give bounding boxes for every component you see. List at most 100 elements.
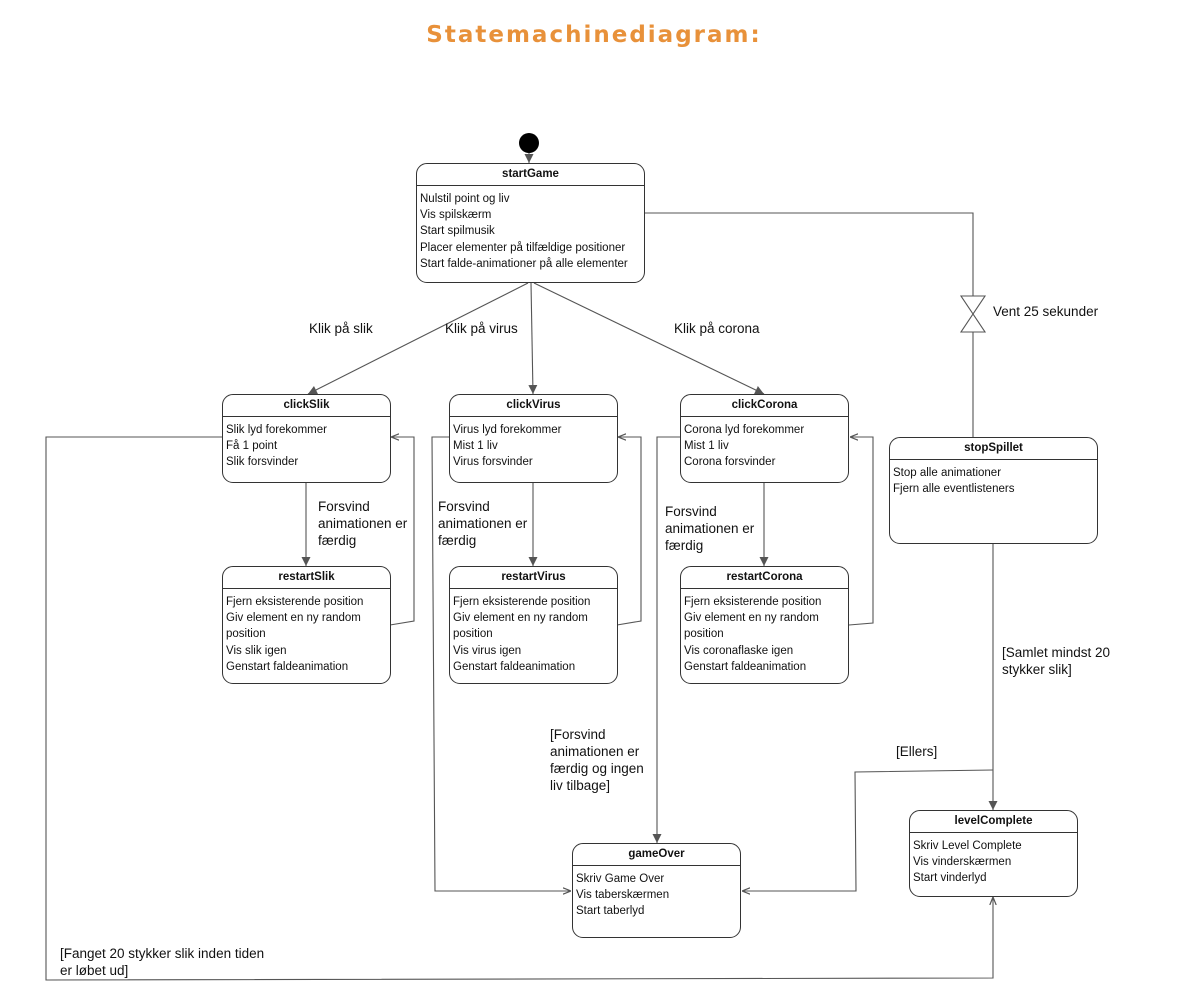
state-restartCorona-action: position <box>684 628 724 641</box>
transition-label-click-slik: Klik på slik <box>309 321 373 336</box>
state-restartSlik-action: position <box>226 628 266 641</box>
label-line: færdig <box>318 533 357 548</box>
state-levelComplete-action: Skriv Level Complete <box>913 840 1022 852</box>
arrow-to-stopSpillet <box>645 212 974 437</box>
state-restartCorona-action: Genstart faldeanimation <box>684 660 807 673</box>
state-clickVirus-action: Mist 1 liv <box>453 440 498 453</box>
arrow-restartCorona-clickCorona <box>848 437 874 626</box>
label-line: Forsvind <box>318 499 370 514</box>
state-levelComplete-action: Vis vinderskærmen <box>913 856 1012 869</box>
label-line: Forsvind <box>665 504 717 519</box>
label-line: animationen er <box>318 516 408 531</box>
state-clickVirus: clickVirus Virus lyd forekommer Mist 1 l… <box>449 394 618 483</box>
state-gameOver: gameOver Skriv Game Over Vis taberskærme… <box>572 843 741 938</box>
state-startGame-action: Start falde-animationer på alle elemente… <box>420 257 628 270</box>
state-gameOver-action: Vis taberskærmen <box>576 889 670 902</box>
state-restartSlik-action: Giv element en ny random <box>226 612 361 625</box>
state-clickSlik: clickSlik Slik lyd forekommer Få 1 point… <box>222 394 391 483</box>
label-line: animationen er <box>550 744 640 759</box>
page-title: Statemachinediagram: <box>426 22 762 48</box>
label-line: animationen er <box>665 521 755 536</box>
transition-label-fade-virus: Forsvind animationen er færdig <box>438 498 527 549</box>
state-gameOver-action: Skriv Game Over <box>576 873 665 885</box>
transition-label-fade-slik: Forsvind animationen er færdig <box>318 498 407 549</box>
label-line: færdig <box>438 533 477 548</box>
label-line: animationen er <box>438 516 528 531</box>
transition-label-fade-corona: Forsvind animationen er færdig <box>665 503 754 554</box>
state-restartVirus-action: Genstart faldeanimation <box>453 660 576 673</box>
state-clickVirus-name: clickVirus <box>450 395 617 417</box>
state-levelComplete-action: Start vinderlyd <box>913 872 987 885</box>
state-clickCorona: clickCorona Corona lyd forekommer Mist 1… <box>680 394 849 483</box>
state-restartVirus-action: position <box>453 628 493 641</box>
label-line: er løbet ud] <box>60 963 129 978</box>
state-clickVirus-action: Virus forsvinder <box>453 456 533 469</box>
state-restartSlik-action: Genstart faldeanimation <box>226 660 349 673</box>
state-levelComplete: levelComplete Skriv Level Complete Vis v… <box>909 810 1078 897</box>
arrow-restartVirus-clickVirus <box>616 437 642 626</box>
arrow-to-clickSlik <box>307 282 529 395</box>
state-restartCorona: restartCorona Fjern eksisterende positio… <box>680 566 849 684</box>
state-clickSlik-action: Slik forsvinder <box>226 456 299 469</box>
transition-label-no-lives: [Forsvind animationen er færdig og ingen… <box>550 726 644 794</box>
arrow-ellers-gameOver <box>742 769 994 891</box>
transition-label-collected: [Samlet mindst 20 stykker slik] <box>1002 644 1110 678</box>
transition-label-else: [Ellers] <box>896 744 938 759</box>
state-startGame-name: startGame <box>417 164 644 186</box>
state-restartVirus-name: restartVirus <box>450 567 617 589</box>
label-line: [Forsvind <box>550 727 606 742</box>
state-restartSlik: restartSlik Fjern eksisterende position … <box>222 566 391 684</box>
state-restartCorona-action: Giv element en ny random <box>684 612 819 625</box>
state-restartVirus-action: Giv element en ny random <box>453 612 588 625</box>
state-stopSpillet-action: Stop alle animationer <box>893 467 1002 479</box>
label-line: færdig og ingen <box>550 761 644 776</box>
arrow-clickVirus-gameOver <box>431 436 571 891</box>
state-stopSpillet-action: Fjern alle eventlisteners <box>893 483 1015 496</box>
state-clickCorona-action: Mist 1 liv <box>684 440 729 453</box>
state-clickSlik-name: clickSlik <box>223 395 390 417</box>
state-startGame-action: Placer elementer på tilfældige positione… <box>420 241 626 254</box>
state-startGame-action: Nulstil point og liv <box>420 193 510 205</box>
state-clickSlik-action: Få 1 point <box>226 440 278 453</box>
state-stopSpillet-name: stopSpillet <box>890 438 1097 460</box>
state-gameOver-name: gameOver <box>573 844 740 866</box>
state-gameOver-action: Start taberlyd <box>576 905 645 918</box>
label-line: [Fanget 20 stykker slik inden tiden <box>60 946 265 961</box>
state-startGame-action: Start spilmusik <box>420 225 495 238</box>
state-startGame: startGame Nulstil point og liv Vis spils… <box>416 163 645 283</box>
state-restartCorona-action: Fjern eksisterende position <box>684 596 822 608</box>
state-clickCorona-action: Corona lyd forekommer <box>684 424 805 436</box>
transition-label-click-virus: Klik på virus <box>445 321 518 336</box>
initial-state-dot <box>519 133 539 153</box>
label-line: Forsvind <box>438 499 490 514</box>
state-restartVirus-action: Fjern eksisterende position <box>453 596 591 608</box>
label-line: færdig <box>665 538 704 553</box>
arrow-clickSlik-levelComplete <box>45 436 993 981</box>
state-restartVirus-action: Vis virus igen <box>453 644 522 657</box>
state-restartVirus: restartVirus Fjern eksisterende position… <box>449 566 618 684</box>
transition-label-wait: Vent 25 sekunder <box>993 304 1099 319</box>
state-restartCorona-name: restartCorona <box>681 567 848 589</box>
state-clickCorona-name: clickCorona <box>681 395 848 417</box>
state-clickSlik-action: Slik lyd forekommer <box>226 424 327 436</box>
label-line: [Samlet mindst 20 <box>1002 645 1111 660</box>
arrow-to-clickVirus <box>528 282 538 395</box>
state-restartSlik-action: Vis slik igen <box>226 644 287 657</box>
arrow-to-clickCorona <box>533 282 765 395</box>
state-clickVirus-action: Virus lyd forekommer <box>453 424 562 436</box>
state-startGame-action: Vis spilskærm <box>420 209 492 222</box>
hourglass-icon <box>959 295 987 333</box>
state-restartSlik-name: restartSlik <box>223 567 390 589</box>
label-line: liv tilbage] <box>550 778 611 793</box>
state-stopSpillet: stopSpillet Stop alle animationer Fjern … <box>889 437 1098 544</box>
state-levelComplete-name: levelComplete <box>910 811 1077 833</box>
arrow-clickCorona-gameOver <box>652 436 681 843</box>
arrow-restartSlik-clickSlik <box>389 437 415 626</box>
state-restartSlik-action: Fjern eksisterende position <box>226 596 364 608</box>
transition-label-click-corona: Klik på corona <box>674 321 760 336</box>
state-restartCorona-action: Vis coronaflaske igen <box>684 644 794 657</box>
transition-label-caught: [Fanget 20 stykker slik inden tiden er l… <box>60 945 264 979</box>
label-line: stykker slik] <box>1002 662 1072 677</box>
state-clickCorona-action: Corona forsvinder <box>684 456 776 469</box>
